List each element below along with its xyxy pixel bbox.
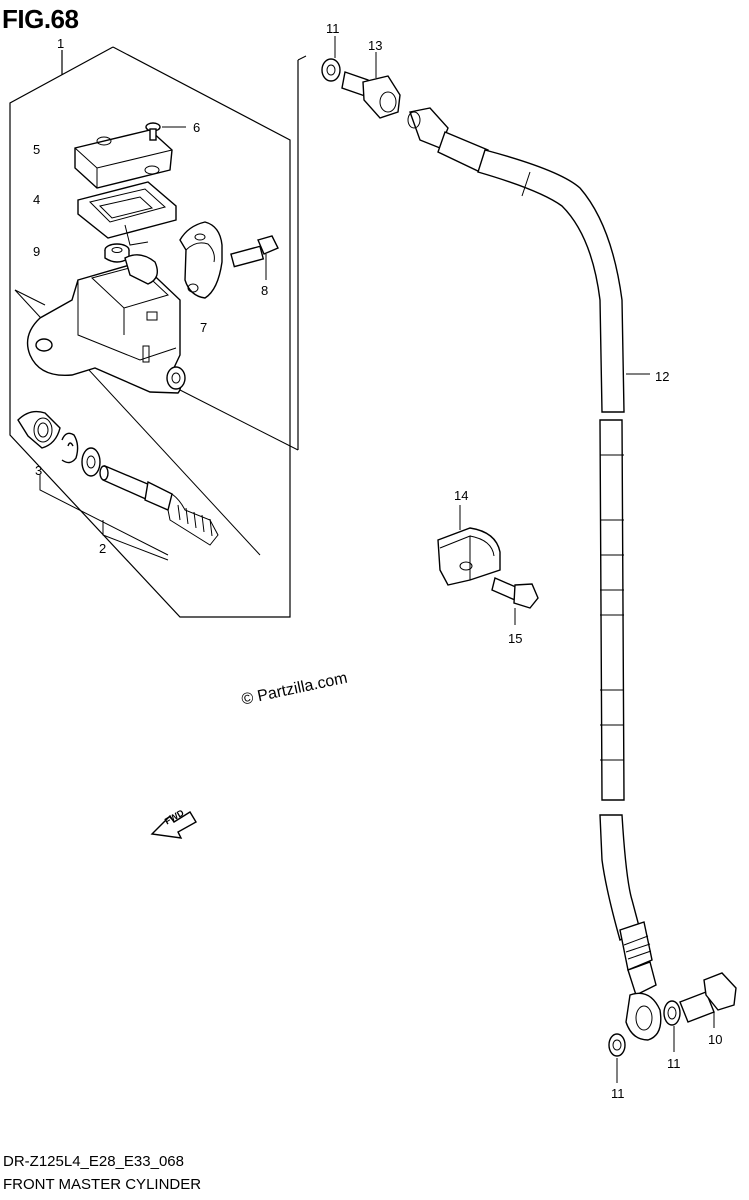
- diagram-title: FRONT MASTER CYLINDER: [3, 1176, 202, 1193]
- washer[interactable]: [81, 447, 101, 477]
- part-10-union-bolt[interactable]: [679, 972, 737, 1028]
- callout-7: 7: [200, 320, 207, 335]
- snap-ring[interactable]: [61, 432, 79, 464]
- callout-2: 2: [99, 541, 106, 556]
- callout-11-bottom: 11: [611, 1086, 625, 1101]
- callout-11-top: 11: [326, 21, 340, 36]
- callout-4: 4: [33, 192, 40, 207]
- part-4-diaphragm-plate[interactable]: [77, 181, 177, 246]
- callout-11-right: 11: [667, 1056, 681, 1071]
- part-2-piston-set[interactable]: [99, 465, 219, 546]
- part-11-washer-bottom[interactable]: [608, 1033, 626, 1083]
- callout-1: 1: [57, 36, 64, 51]
- callout-braces: [39, 475, 169, 561]
- part-11-washer-top[interactable]: [321, 36, 341, 82]
- part-12-brake-hose[interactable]: [407, 107, 662, 1041]
- part-6-screw[interactable]: [145, 122, 186, 141]
- callout-3: 3: [35, 463, 42, 478]
- callout-8: 8: [261, 283, 268, 298]
- part-7-holder-clamp[interactable]: [179, 221, 223, 299]
- part-11-washer-right[interactable]: [663, 1000, 681, 1052]
- callout-13: 13: [368, 38, 382, 53]
- master-cylinder-body[interactable]: [26, 254, 186, 394]
- callout-10: 10: [708, 1032, 722, 1047]
- callout-12: 12: [655, 369, 669, 384]
- part-3-boot[interactable]: [17, 410, 61, 449]
- callout-15: 15: [508, 631, 522, 646]
- part-13-union-bolt[interactable]: [341, 52, 401, 119]
- callout-labels: 1 2 3 4 5 6 7 8 9 10 11 11 11 12 13 14 1…: [33, 21, 722, 1101]
- model-code: DR-Z125L4_E28_E33_068: [3, 1153, 184, 1170]
- part-8-bolt[interactable]: [230, 235, 279, 280]
- part-15-bolt[interactable]: [491, 577, 539, 625]
- callout-9: 9: [33, 244, 40, 259]
- figure-label: FIG.68: [2, 4, 79, 34]
- part-5-reservoir-cap[interactable]: [74, 129, 173, 189]
- part-14-clamp[interactable]: [437, 505, 501, 586]
- forward-arrow-icon: [150, 811, 197, 839]
- callout-5: 5: [33, 142, 40, 157]
- callout-6: 6: [193, 120, 200, 135]
- callout-14: 14: [454, 488, 468, 503]
